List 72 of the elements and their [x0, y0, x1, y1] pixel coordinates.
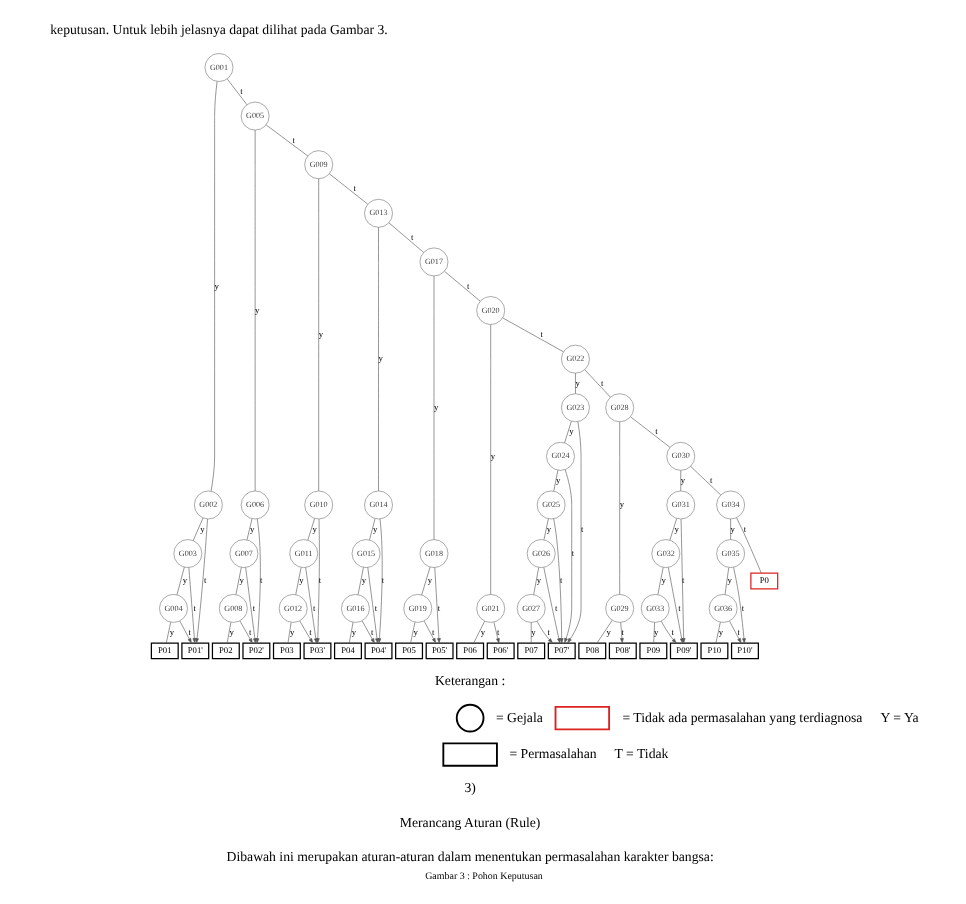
connector	[225, 622, 231, 644]
arrow	[298, 620, 313, 644]
connector	[723, 567, 729, 595]
arrow	[366, 567, 378, 644]
connector	[668, 518, 676, 541]
arrow	[660, 621, 676, 644]
arrow	[304, 567, 317, 644]
arrow	[178, 620, 191, 644]
connector	[286, 622, 291, 644]
connector	[714, 622, 720, 644]
connector	[679, 470, 681, 492]
connector	[226, 78, 247, 105]
connector	[234, 567, 241, 595]
arrow	[563, 469, 571, 644]
arrow	[194, 518, 207, 644]
connector	[264, 124, 308, 157]
connector	[595, 619, 612, 644]
arrow	[376, 518, 382, 644]
arrow	[566, 421, 581, 644]
arrow	[552, 518, 563, 644]
connector	[209, 81, 217, 492]
connector	[253, 129, 255, 492]
arrow	[542, 567, 560, 644]
connector	[377, 227, 378, 492]
connector	[552, 469, 558, 492]
connector	[328, 173, 368, 205]
connector	[306, 518, 314, 541]
connector	[245, 518, 252, 541]
arrow	[360, 620, 374, 644]
connector	[368, 518, 375, 541]
connector	[356, 567, 363, 595]
connector	[629, 416, 670, 448]
arrow	[492, 622, 499, 644]
connector	[420, 566, 430, 596]
arrow	[433, 567, 440, 644]
connector	[317, 178, 318, 492]
connector	[689, 466, 720, 496]
connector	[529, 622, 531, 644]
arrow	[314, 518, 319, 644]
arrow	[619, 622, 623, 644]
connector	[489, 324, 490, 595]
connector	[618, 421, 619, 595]
arrow	[535, 620, 552, 644]
connector	[729, 518, 730, 540]
connector	[735, 517, 761, 574]
arrow	[728, 620, 741, 644]
arrow	[679, 518, 685, 644]
connector	[542, 518, 548, 540]
connector	[443, 271, 480, 302]
connector	[191, 517, 203, 541]
connector	[472, 620, 484, 644]
arrow	[422, 620, 435, 644]
connector	[409, 622, 415, 644]
arrow	[732, 567, 745, 644]
arrow	[667, 567, 683, 644]
connector	[165, 622, 170, 644]
connector	[294, 567, 301, 595]
arrow	[254, 518, 260, 644]
connector	[583, 369, 610, 398]
arrow	[238, 620, 252, 644]
connector	[432, 275, 434, 540]
connector	[387, 222, 423, 253]
connector	[656, 567, 663, 595]
connector	[532, 567, 538, 595]
arrow	[244, 567, 256, 644]
connector	[652, 622, 654, 644]
connector	[563, 421, 571, 444]
connector	[348, 622, 353, 644]
connector	[501, 317, 563, 353]
arrow	[187, 567, 196, 644]
connector	[175, 566, 184, 596]
connector	[574, 372, 575, 394]
